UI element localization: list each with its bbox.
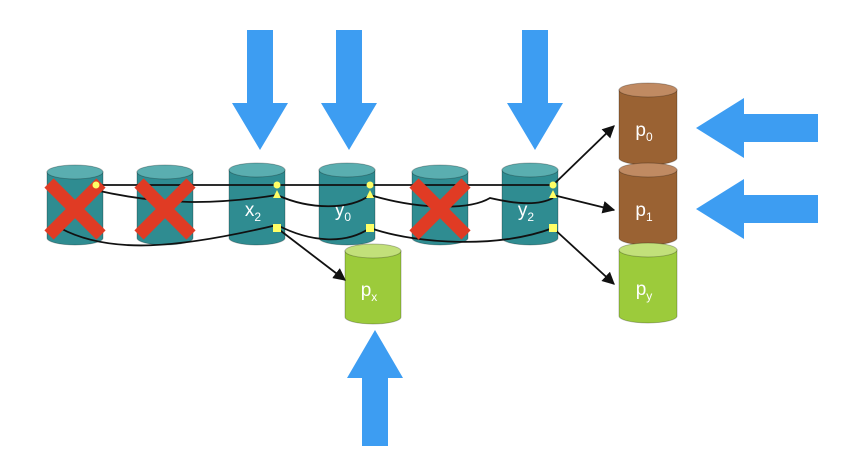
cylinder-label-c4: y0 <box>335 200 352 224</box>
pointer-line-5 <box>552 194 616 214</box>
cylinder-p0: p0 <box>618 82 678 166</box>
cylinder-c6: y2 <box>501 162 559 246</box>
pointer-line-2 <box>94 189 554 208</box>
pointer-dot <box>273 224 281 232</box>
pointer-dot <box>366 181 374 189</box>
arrows-layer <box>232 30 818 446</box>
arrow-down-icon <box>507 30 563 150</box>
cylinder-py: py <box>618 242 678 324</box>
pointer-line-4 <box>552 125 615 186</box>
cylinder-p1: p1 <box>618 162 678 246</box>
cylinder-label-py: py <box>636 279 653 303</box>
pointer-line-7 <box>276 227 347 281</box>
pointer-dot <box>549 224 557 232</box>
cylinder-c4: y0 <box>318 162 376 246</box>
cylinder-label-p0: p0 <box>635 120 653 144</box>
cylinder-label-c6: y2 <box>518 200 535 224</box>
cylinder-label-px: px <box>361 280 378 304</box>
pointer-dot <box>273 181 281 189</box>
pointer-dots-layer <box>92 181 557 232</box>
deleted-marks-layer <box>44 178 471 240</box>
cylinder-label-p1: p1 <box>635 200 653 224</box>
pointer-lines-layer <box>59 125 616 285</box>
pointer-dot <box>92 181 100 189</box>
cylinder-px: px <box>344 243 402 325</box>
pointer-line-3 <box>59 224 554 247</box>
arrow-left-icon <box>696 179 818 239</box>
pointer-line-6 <box>552 227 615 285</box>
deleted-cross-icon <box>134 178 196 240</box>
arrow-up-icon <box>347 330 403 446</box>
pointer-dot <box>273 190 281 198</box>
cylinder-label-c3: x2 <box>245 200 262 224</box>
cylinder-c3: x2 <box>228 162 286 246</box>
pointer-dot <box>549 190 557 198</box>
arrow-left-icon <box>696 98 818 158</box>
deleted-cross-icon <box>409 178 471 240</box>
arrow-down-icon <box>232 30 288 150</box>
pointer-dot <box>549 181 557 189</box>
pointer-dot <box>366 224 374 232</box>
arrow-down-icon <box>321 30 377 150</box>
pointer-dot <box>366 190 374 198</box>
deleted-cross-icon <box>44 178 106 240</box>
